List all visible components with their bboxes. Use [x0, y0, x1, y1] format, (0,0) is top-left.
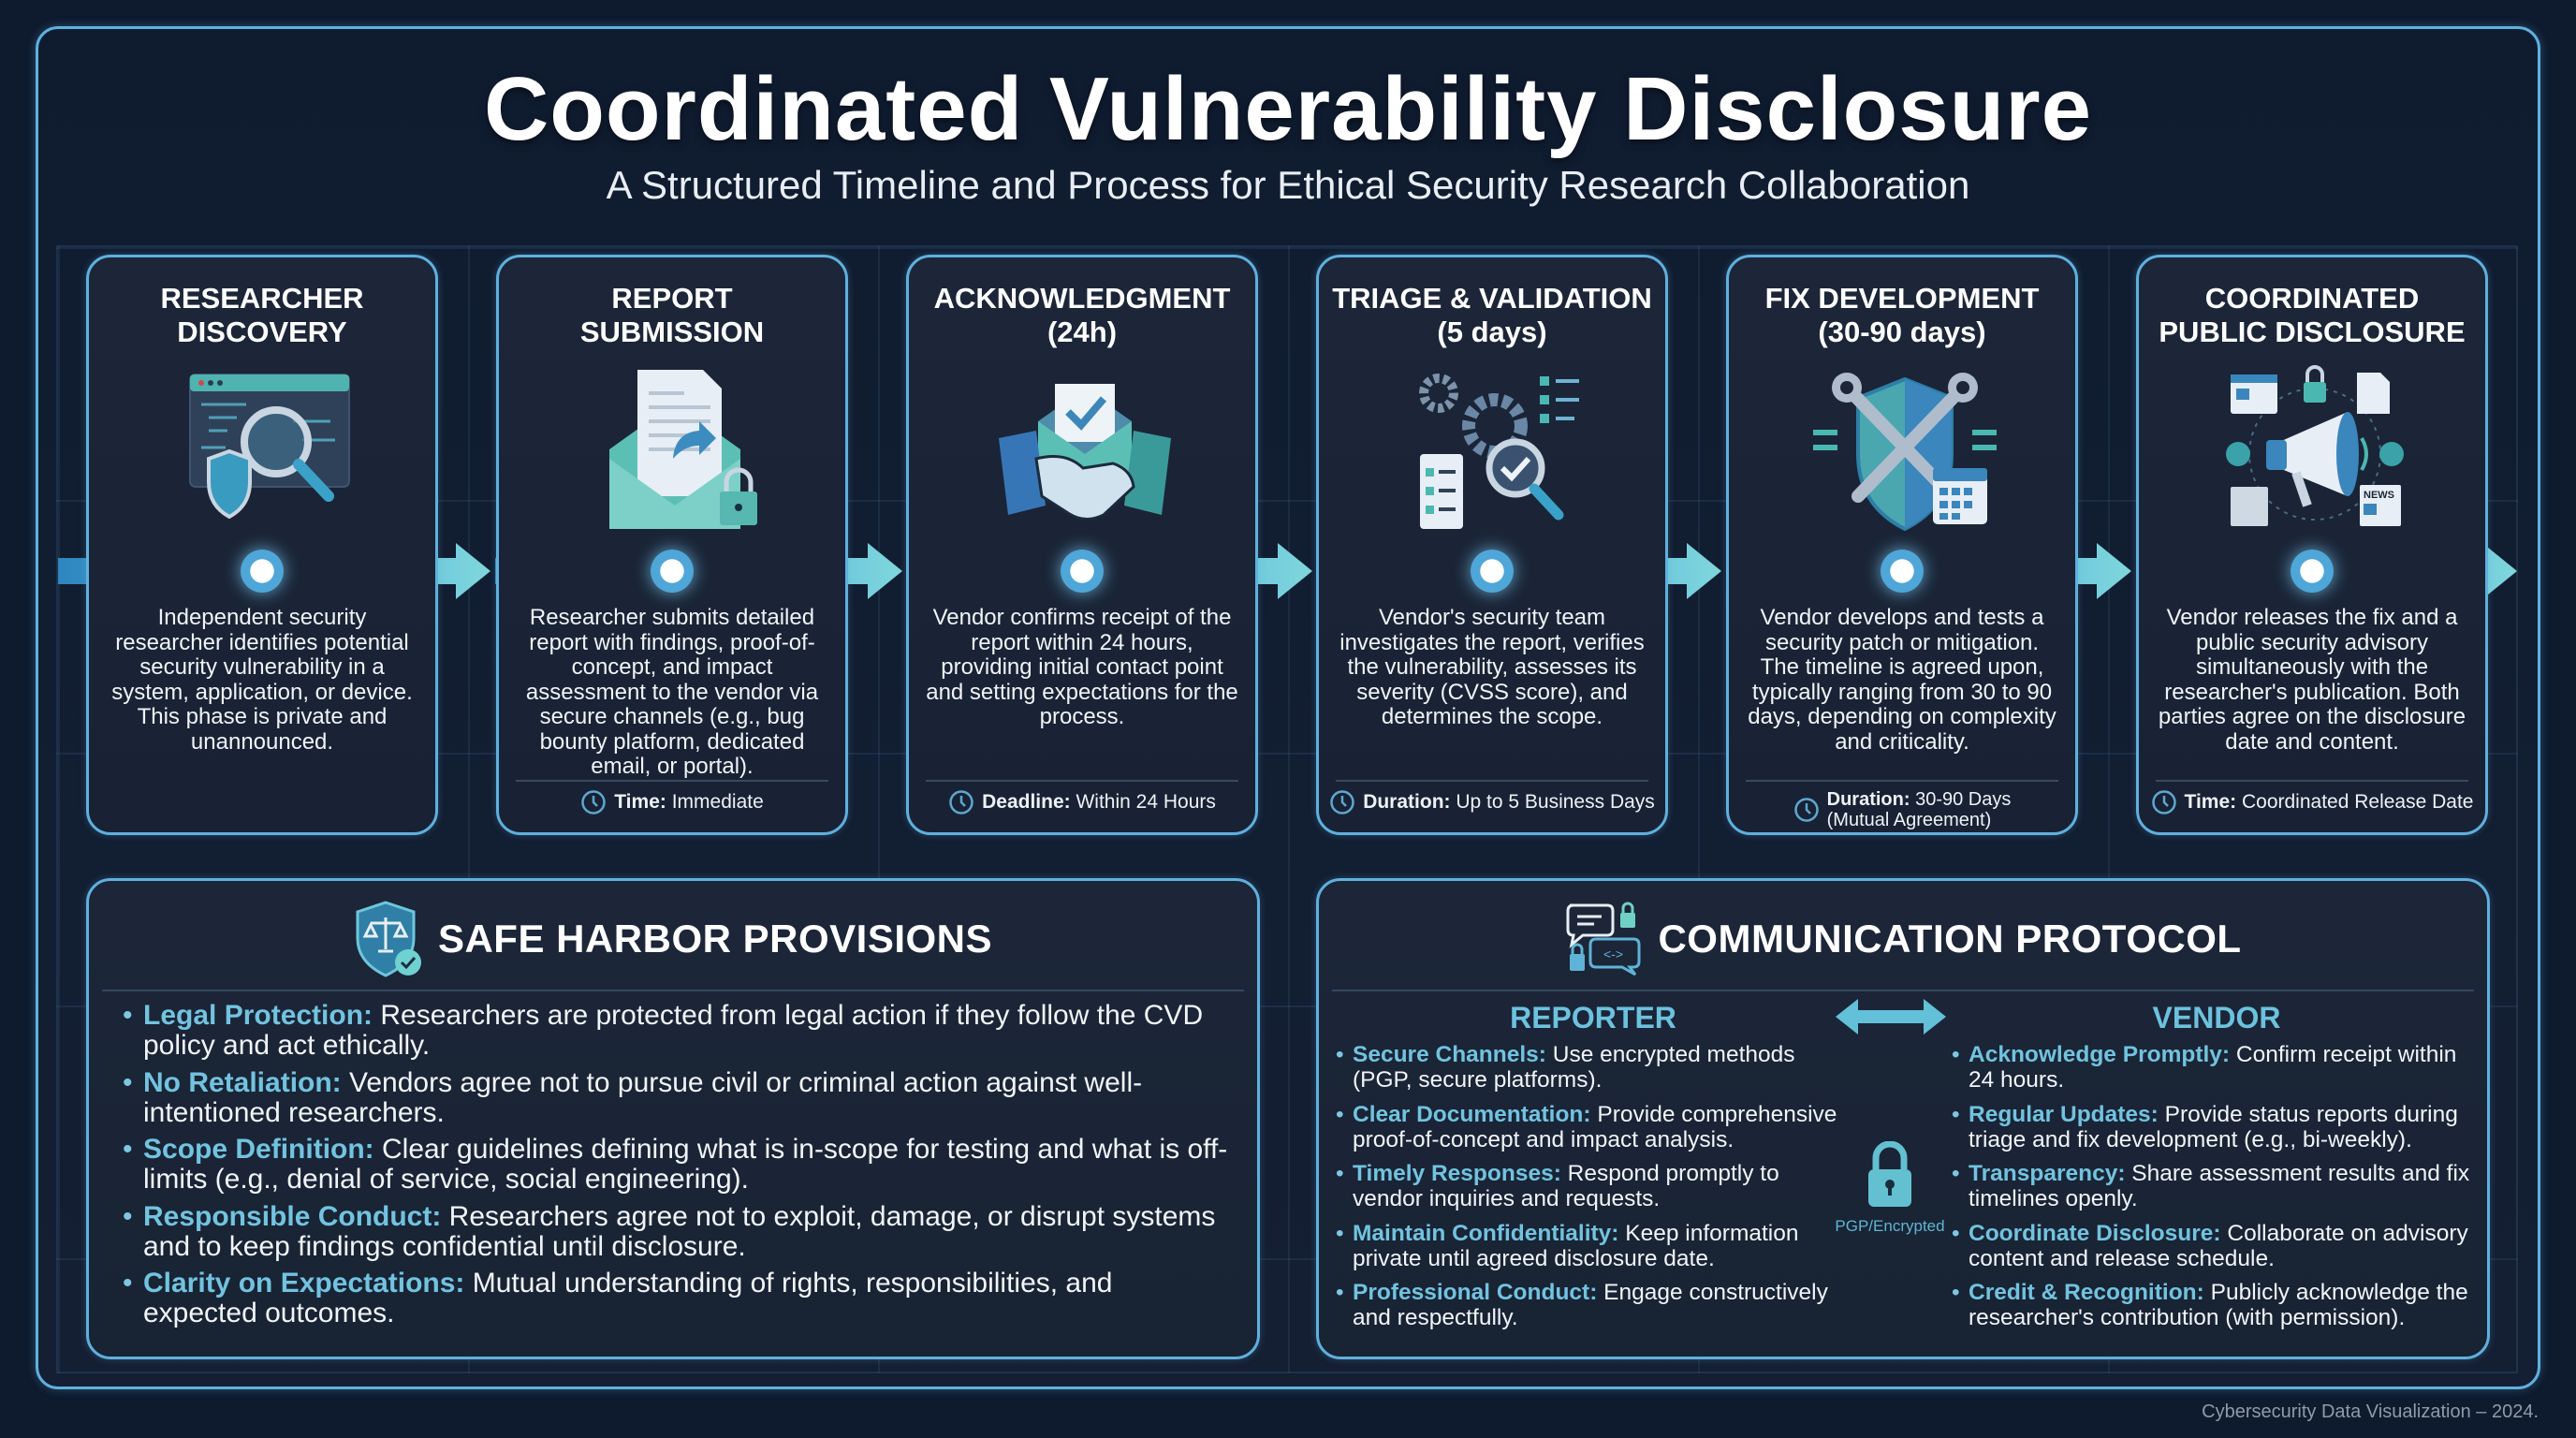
- stage-description: Vendor's security team investigates the …: [1339, 605, 1645, 729]
- stage-card-triage-validation: TRIAGE & VALIDATION(5 days) Vendor's sec…: [1316, 255, 1668, 835]
- gears-checklist-magnifier-icon: [1419, 374, 1579, 529]
- divider: [926, 780, 1238, 782]
- list-item: Coordinate Disclosure: Collaborate on ad…: [1952, 1221, 2476, 1271]
- list-item: Acknowledge Promptly: Confirm receipt wi…: [1952, 1042, 2476, 1093]
- handshake-envelope-check-icon: [999, 384, 1171, 521]
- list-item: Regular Updates: Provide status reports …: [1952, 1102, 2476, 1152]
- list-item: Clarity on Expectations: Mutual understa…: [123, 1269, 1229, 1328]
- stage-card-acknowledgment: ACKNOWLEDGMENT(24h) Vendor confirms rece…: [906, 255, 1258, 835]
- svg-text:<->: <->: [1603, 946, 1623, 961]
- clock-icon: [1330, 790, 1354, 814]
- encryption-label: PGP/Encrypted: [1835, 1217, 1945, 1235]
- divider: [1336, 780, 1648, 782]
- divider: [516, 780, 828, 782]
- panel-title: COMMUNICATION PROTOCOL: [1658, 917, 2242, 961]
- panel-header: SAFE HARBOR PROVISIONS: [89, 901, 1257, 977]
- clock-icon: [949, 790, 973, 814]
- padlock-icon: [1868, 1140, 1911, 1207]
- timeline-node-5: [1881, 550, 1924, 593]
- timeline-node-4: [1471, 550, 1514, 593]
- list-item: Responsible Conduct: Researchers agree n…: [123, 1201, 1229, 1262]
- page-title: Coordinated Vulnerability Disclosure: [483, 59, 2093, 159]
- list-item: No Retaliation: Vendors agree not to pur…: [123, 1067, 1229, 1128]
- stage-timing: Deadline: Within 24 Hours: [909, 789, 1255, 815]
- divider: [2156, 780, 2468, 782]
- panel-header: <-> COMMUNICATION PROTOCOL: [1319, 902, 2487, 976]
- shield-scales-check-icon: [356, 901, 421, 977]
- magnifier-code-shield-icon: [189, 374, 350, 520]
- clock-icon: [1793, 798, 1819, 822]
- page-subtitle: A Structured Timeline and Process for Et…: [606, 163, 1970, 207]
- safe-harbor-panel: SAFE HARBOR PROVISIONS Legal Protection:…: [86, 878, 1260, 1359]
- timeline-node-2: [651, 550, 694, 593]
- communication-protocol-panel: <-> COMMUNICATION PROTOCOL REPORTER VEND…: [1316, 878, 2490, 1359]
- stage-card-fix-development: FIX DEVELOPMENT(30-90 days) Vendor devel…: [1726, 255, 2078, 835]
- list-item: Clear Documentation: Provide comprehensi…: [1336, 1102, 1841, 1152]
- list-item: Secure Channels: Use encrypted methods (…: [1336, 1042, 1841, 1093]
- vendor-heading: VENDOR: [2152, 1001, 2281, 1034]
- vendor-list: Acknowledge Promptly: Confirm receipt wi…: [1952, 1042, 2476, 1340]
- stage-description: Vendor releases the fix and a public sec…: [2158, 605, 2466, 755]
- safe-harbor-list: Legal Protection: Researchers are protec…: [123, 1001, 1229, 1336]
- stage-description: Researcher submits detailed report with …: [525, 605, 819, 779]
- footer-credit: Cybersecurity Data Visualization – 2024.: [2202, 1401, 2539, 1422]
- divider: [1332, 990, 2474, 991]
- stage-timing: Duration: 30-90 Days(Mutual Agreement): [1729, 789, 2075, 830]
- timeline-node-1: [241, 550, 284, 593]
- stage-description: Independent security researcher identifi…: [111, 605, 413, 755]
- stage-timing: Time: Immediate: [499, 789, 845, 815]
- megaphone-news-icon: NEWS: [2226, 365, 2404, 526]
- reporter-list: Secure Channels: Use encrypted methods (…: [1336, 1042, 1841, 1340]
- list-item: Scope Definition: Clear guidelines defin…: [123, 1135, 1229, 1195]
- divider: [1746, 780, 2058, 782]
- stage-title: TRIAGE & VALIDATION(5 days): [1332, 282, 1652, 348]
- list-item: Timely Responses: Respond promptly to ve…: [1336, 1161, 1841, 1211]
- timeline-node-3: [1061, 550, 1104, 593]
- clock-icon: [581, 790, 606, 814]
- list-item: Transparency: Share assessment results a…: [1952, 1161, 2476, 1211]
- timeline-node-6: [2291, 550, 2334, 593]
- encryption-indicator: PGP/Encrypted: [1832, 1140, 1948, 1236]
- svg-text:NEWS: NEWS: [2364, 490, 2394, 501]
- bidirectional-arrow-icon: [1836, 999, 1946, 1034]
- envelope-document-lock-icon: [609, 370, 757, 529]
- chat-bubbles-lock-icon: <->: [1566, 902, 1641, 976]
- list-item: Legal Protection: Researchers are protec…: [123, 1001, 1229, 1061]
- panel-title: SAFE HARBOR PROVISIONS: [437, 917, 993, 961]
- list-item: Credit & Recognition: Publicly acknowled…: [1952, 1280, 2476, 1330]
- divider: [102, 990, 1244, 991]
- list-item: Maintain Confidentiality: Keep informati…: [1336, 1221, 1841, 1271]
- stage-description: Vendor confirms receipt of the report wi…: [926, 605, 1238, 729]
- stage-title: ACKNOWLEDGMENT(24h): [933, 282, 1231, 348]
- clock-icon: [2151, 790, 2176, 814]
- list-item: Professional Conduct: Engage constructiv…: [1336, 1280, 1841, 1330]
- stage-description: Vendor develops and tests a security pat…: [1748, 605, 2056, 755]
- stage-timing: Time: Coordinated Release Date: [2139, 789, 2485, 815]
- stage-title: FIX DEVELOPMENT(30-90 days): [1764, 282, 2040, 348]
- stage-timing: Duration: Up to 5 Business Days: [1319, 789, 1665, 815]
- wrenches-shield-calendar-icon: [1813, 373, 1997, 532]
- reporter-heading: REPORTER: [1510, 1001, 1676, 1034]
